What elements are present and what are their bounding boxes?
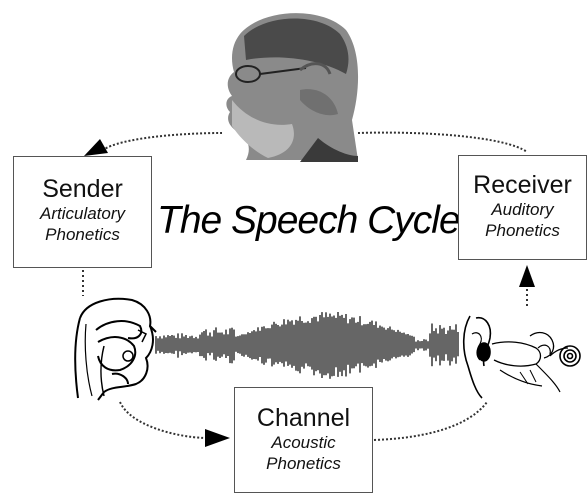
receiver-box: Receiver Auditory Phonetics [458, 155, 587, 260]
receiver-label: Receiver [473, 171, 572, 199]
receiver-subtitle-line1: Auditory [491, 200, 554, 219]
connector-top-right [357, 131, 528, 153]
sender-subtitle-line2: Phonetics [45, 225, 120, 244]
speech-waveform [155, 312, 459, 379]
sender-label: Sender [42, 175, 123, 203]
receiver-subtitle-line2: Phonetics [485, 221, 560, 240]
diagram-title: The Speech Cycle [157, 199, 461, 242]
channel-subtitle-line1: Acoustic [271, 433, 336, 452]
ear-anatomy-sketch [462, 315, 581, 399]
channel-label: Channel [256, 404, 351, 432]
sender-box: Sender Articulatory Phonetics [13, 156, 152, 268]
arrowhead-to-sender [84, 139, 108, 156]
connector-bottom-right [373, 401, 488, 441]
channel-subtitle-line2: Phonetics [266, 454, 341, 473]
connector-bottom-left [119, 401, 206, 439]
sender-subtitle-line1: Articulatory [39, 204, 126, 223]
arrowhead-to-channel [205, 429, 230, 447]
channel-box: Channel Acoustic Phonetics [234, 387, 373, 493]
vocal-tract-sketch [74, 297, 157, 401]
speaker-portrait [226, 13, 359, 162]
arrowhead-to-receiver [519, 265, 535, 287]
connector-top-left [102, 132, 223, 151]
